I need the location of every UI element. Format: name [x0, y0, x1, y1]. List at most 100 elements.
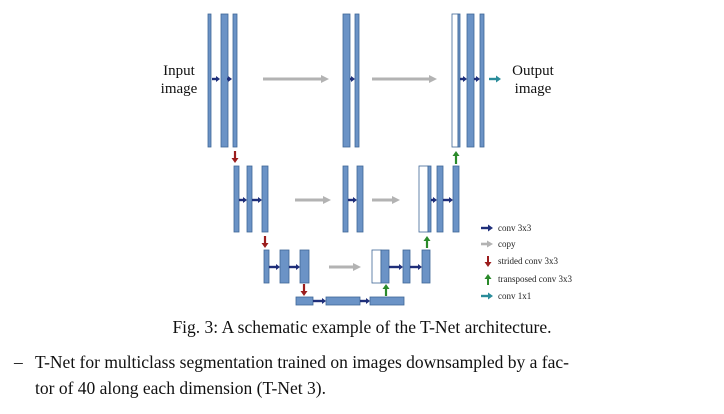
conv-arrow-8	[348, 197, 357, 203]
legend-arrow-head	[484, 262, 492, 267]
legend-arrow-head	[488, 292, 493, 300]
feature-map-23	[380, 249, 390, 284]
feature-maps	[207, 13, 485, 306]
legend-label-strided: strided conv 3x3	[498, 256, 558, 266]
conv-arrow-13-head	[399, 264, 403, 270]
feature-map-19	[263, 249, 270, 284]
copy-arrow-3-head	[323, 196, 331, 204]
copy-arrow-2-head	[429, 75, 437, 83]
conv-arrow-6-head	[243, 197, 247, 203]
conv1x1-arrow-head	[496, 75, 501, 83]
feature-map-28	[369, 296, 405, 306]
transposed-arrow-2	[423, 236, 431, 248]
conv-arrow-12-head	[296, 264, 300, 270]
conv-arrow-9	[431, 197, 437, 203]
feature-map-8	[466, 13, 475, 148]
conv-arrow-12	[289, 264, 300, 270]
conv-arrow-15-head	[322, 298, 326, 304]
strided-arrow-3	[300, 284, 308, 296]
feature-map-5	[354, 13, 360, 148]
copy-arrow-2	[372, 75, 437, 83]
strided-arrow-3-head	[300, 291, 308, 296]
conv-arrow-3	[350, 76, 355, 82]
feature-map-15	[418, 165, 429, 233]
strided-arrow-2	[261, 236, 269, 248]
copy-arrow-1-head	[321, 75, 329, 83]
conv-arrow-6	[239, 197, 247, 203]
conv-arrow-7	[252, 197, 262, 203]
copy-arrow-4	[372, 196, 400, 204]
legend-label-transposed: transposed conv 3x3	[498, 274, 572, 284]
figure-caption: Fig. 3: A schematic example of the T-Net…	[0, 317, 724, 338]
down-arrow-icon	[484, 256, 492, 267]
conv-arrow-13	[389, 264, 403, 270]
legend-arrow-head	[484, 274, 492, 279]
copy-arrow-5	[329, 263, 361, 271]
feature-map-7	[457, 13, 461, 148]
copy-arrow-1	[263, 75, 329, 83]
feature-map-22	[371, 249, 382, 284]
feature-map-21	[299, 249, 310, 284]
strided-arrow-1	[231, 151, 239, 163]
legend-label-copy: copy	[498, 239, 516, 249]
legend-label-conv1x1: conv 1x1	[498, 291, 531, 301]
conv-arrow-8-head	[353, 197, 357, 203]
conv-arrow-15	[313, 298, 326, 304]
conv-arrow-7-head	[258, 197, 262, 203]
transposed-arrow-3	[382, 284, 390, 296]
copy-arrow-5-head	[353, 263, 361, 271]
feature-map-24	[402, 249, 411, 284]
strided-arrow-2-head	[261, 243, 269, 248]
legend: conv 3x3 copy strided conv 3x3 transpose…	[481, 223, 572, 301]
tnet-architecture-diagram: Input image Output image conv 3x3 copy s…	[161, 13, 572, 306]
transposed-arrow-1	[452, 151, 460, 164]
conv1x1-arrow	[489, 75, 501, 83]
conv-arrow-14-head	[418, 264, 422, 270]
legend-arrow-head	[488, 224, 493, 232]
feature-map-2	[220, 13, 229, 148]
conv-arrow-4-head	[463, 76, 467, 82]
conv-arrow-11-head	[276, 264, 280, 270]
conv-arrow-4	[460, 76, 467, 82]
legend-item-conv1x1: conv 1x1	[481, 291, 531, 301]
conv-arrow-9-head	[433, 197, 437, 203]
input-label-line1: Input	[163, 63, 195, 79]
conv-arrow-11	[269, 264, 280, 270]
conv-arrow-5-head	[476, 76, 480, 82]
copy-arrow-4-head	[392, 196, 400, 204]
copy-arrow-3	[295, 196, 331, 204]
conv-arrow-10-head	[449, 197, 453, 203]
bullet-dash: –	[14, 352, 23, 372]
conv-arrow-2	[227, 76, 232, 82]
conv-arrow-10	[443, 197, 453, 203]
feature-map-14	[356, 165, 364, 233]
feature-map-9	[479, 13, 485, 148]
feature-map-6	[451, 13, 459, 148]
right-arrow-icon	[481, 240, 493, 248]
transposed-arrow-2-head	[423, 236, 431, 241]
feature-map-18	[452, 165, 460, 233]
conv-arrow-16	[360, 298, 370, 304]
feature-map-16	[427, 165, 432, 233]
conv-arrow-14	[410, 264, 422, 270]
strided-arrow-1-head	[231, 158, 239, 163]
bullet-line-1: T-Net for multiclass segmentation traine…	[35, 352, 569, 372]
caption-text: A schematic example of the T-Net archite…	[221, 317, 552, 337]
legend-item-conv: conv 3x3	[481, 223, 532, 233]
legend-label-conv: conv 3x3	[498, 223, 532, 233]
legend-arrow-head	[487, 240, 493, 248]
feature-map-11	[246, 165, 253, 233]
feature-map-1	[207, 13, 212, 148]
input-label-line2: image	[161, 81, 198, 97]
feature-map-13	[342, 165, 349, 233]
conv-arrow-1-head	[216, 76, 220, 82]
legend-item-transposed: transposed conv 3x3	[484, 274, 572, 285]
caption-prefix: Fig. 3:	[172, 317, 219, 337]
conv-arrow-3-head	[351, 76, 355, 82]
up-arrow-icon	[484, 274, 492, 285]
arrows	[212, 75, 501, 304]
legend-item-copy: copy	[481, 239, 516, 249]
feature-map-26	[295, 296, 314, 306]
feature-map-27	[325, 296, 361, 306]
